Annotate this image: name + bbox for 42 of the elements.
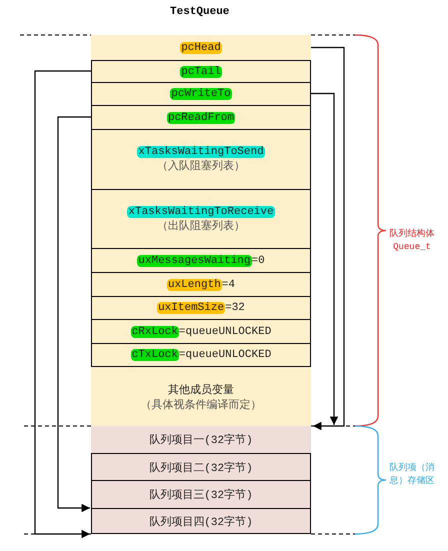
field-name: 队列项目四(32字节) xyxy=(149,514,253,528)
field-name: 其他成员变量 xyxy=(168,382,234,396)
field-name: uxMessagesWaiting=0 xyxy=(137,254,265,266)
field-name: pcReadFrom xyxy=(166,112,235,124)
field-note: （入队阻塞列表） xyxy=(157,158,245,173)
queue-item-slot xyxy=(91,480,311,508)
struct-field-row xyxy=(91,105,311,129)
field-note: （具体视条件编译而定） xyxy=(140,398,262,412)
pointer-arrow xyxy=(34,70,91,538)
struct-field-row xyxy=(91,129,311,189)
field-name: xTasksWaitingToReceive xyxy=(127,206,275,218)
struct-field-row xyxy=(91,35,311,60)
struct-field-row xyxy=(91,60,311,82)
struct-field-row xyxy=(91,272,311,296)
field-name: pcTail xyxy=(180,66,222,78)
bracket-label: 队列结构体 Queue_t xyxy=(388,228,436,254)
field-name: pcHead xyxy=(180,42,222,54)
field-name: uxLength=4 xyxy=(166,278,235,290)
field-name: 队列项目三(32字节) xyxy=(149,488,253,502)
pointer-arrow xyxy=(57,116,91,512)
queue-item-slot xyxy=(91,426,311,453)
field-name: 队列项目一(32字节) xyxy=(149,432,253,447)
queue-item-slot xyxy=(91,453,311,480)
queue-item-slot xyxy=(91,508,311,534)
field-name: cTxLock=queueUNLOCKED xyxy=(130,349,272,361)
struct-field-row xyxy=(91,343,311,367)
struct-field-row xyxy=(91,189,311,248)
pointer-arrow xyxy=(311,46,345,430)
struct-field-row xyxy=(91,296,311,319)
struct-field-row xyxy=(91,248,311,272)
field-name: 队列项目二(32字节) xyxy=(149,460,253,474)
diagram-title: TestQueue xyxy=(170,6,230,18)
field-name: xTasksWaitingToSend xyxy=(137,146,265,158)
field-name: uxItemSize=32 xyxy=(157,302,245,314)
field-name: pcWriteTo xyxy=(170,88,232,100)
pointer-arrow xyxy=(311,92,338,425)
struct-field-row xyxy=(91,319,311,343)
field-name: cRxLock=queueUNLOCKED xyxy=(130,326,272,338)
struct-field-row xyxy=(91,367,311,426)
bracket-label: 队列项（消息）存储区 xyxy=(388,462,436,488)
struct-field-row xyxy=(91,82,311,105)
field-note: （出队阻塞列表） xyxy=(157,218,245,232)
